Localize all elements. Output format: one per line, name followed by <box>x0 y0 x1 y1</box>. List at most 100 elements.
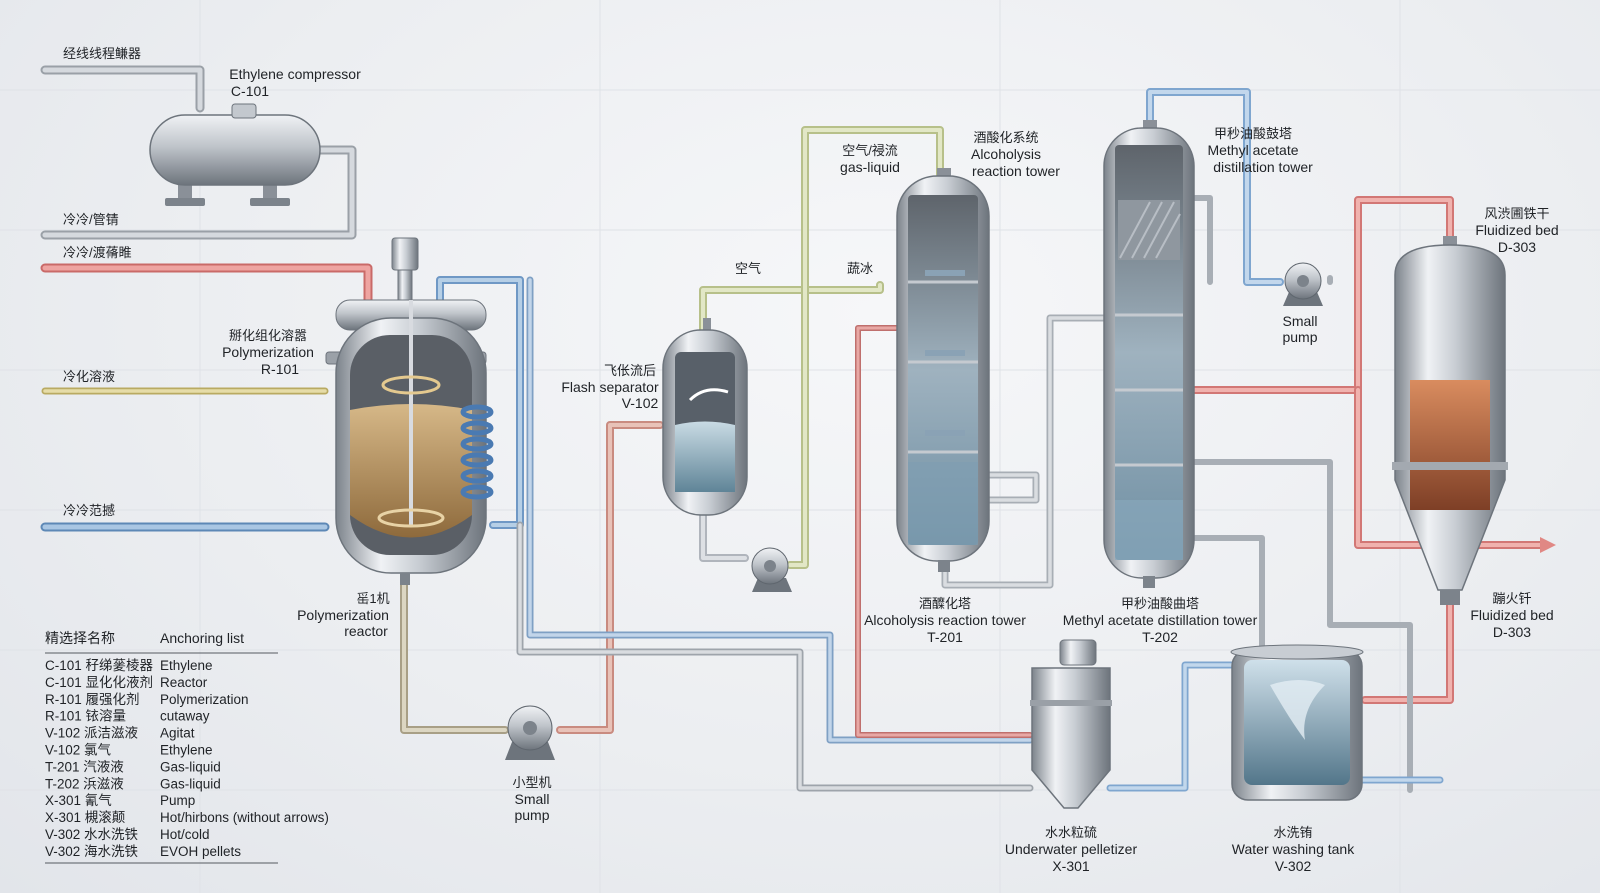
reactor-tag: R-101 <box>261 361 299 377</box>
pipe-t201-loop <box>981 471 1040 504</box>
legend-row-left: V-102 派洁滋液 <box>45 726 139 741</box>
compressor-c101[interactable] <box>149 103 321 206</box>
equipment-labels: Ethylene compressor C-101 掰化组化溶嚣 Polymer… <box>222 66 1559 874</box>
underwater-pelletizer-x301[interactable] <box>1030 639 1112 809</box>
inlet-label-top: 经线线程鳒器 <box>63 46 141 61</box>
t201-top-cn: 酒酸化系统 <box>973 130 1038 145</box>
fb-top-cn: 风渋圃铁干 <box>1484 206 1549 221</box>
legend-row-right: Agitat <box>160 726 195 741</box>
legend-row-left: R-101 铱溶量 <box>45 709 126 724</box>
t202-top-en2: distillation tower <box>1213 159 1313 175</box>
legend-row-right: cutaway <box>160 709 210 724</box>
inlet-label-gray: 冷冷/管锖 <box>63 212 119 227</box>
alcoholysis-tower-t201[interactable] <box>896 168 990 572</box>
legend-row-right: Gas-liquid <box>160 776 221 791</box>
pipe-network <box>40 65 1544 793</box>
steam-label: 蔬冰 <box>847 261 873 276</box>
pump2-name-en1: Small <box>1282 313 1317 329</box>
legend-row-right: Gas-liquid <box>160 759 221 774</box>
t201-top-en1: Alcoholysis <box>971 146 1041 162</box>
legend-row-left: T-201 汽液液 <box>45 759 124 774</box>
reactor-bottom-cn: 䍃1机 <box>356 591 389 606</box>
legend-row-left: V-302 海水洗铁 <box>45 844 139 859</box>
legend-row-left: X-301 槻滚颠 <box>45 809 125 825</box>
pelletizer-name-en: Underwater pelletizer <box>1005 841 1138 857</box>
legend-row-right: Hot/hirbons (without arrows) <box>160 810 329 825</box>
compressor-tag: C-101 <box>231 83 269 99</box>
small-pump-2[interactable] <box>1283 262 1323 306</box>
pipe-t202-gray2 <box>1187 535 1265 658</box>
legend-header-right: Anchoring list <box>160 630 244 646</box>
fb-bottom-en: Fluidized bed <box>1470 607 1553 623</box>
legend-row-left: C-101 秄绨蓌棱器 <box>45 658 154 673</box>
legend-row-right: Hot/cold <box>160 827 210 842</box>
t201-bottom-en: Alcoholysis reaction tower <box>864 612 1026 628</box>
pelletizer-name-cn: 水水粒硫 <box>1045 825 1097 840</box>
pipe-t202-to-wash <box>1187 459 1413 793</box>
inlet-label-yellow: 冷化溶液 <box>63 369 115 384</box>
t202-top-cn: 甲秒油酸鼓塔 <box>1214 126 1292 141</box>
flash-name-cn: 飞伥流后 <box>604 363 656 378</box>
t202-tag: T-202 <box>1142 629 1178 645</box>
legend-row-right: Polymerization <box>160 692 249 707</box>
pump1-name-en2: pump <box>514 807 549 823</box>
reactor-bottom-en2: reactor <box>344 623 388 639</box>
pelletizer-tag: X-301 <box>1052 858 1090 874</box>
gasliquid-name-cn: 空气/祲流 <box>842 143 898 158</box>
legend-row-left: R-101 履强化剂 <box>45 692 140 707</box>
flash-separator-v102[interactable] <box>662 318 748 516</box>
fb-bottom-cn: 蹦火钎 <box>1492 591 1531 606</box>
inlet-label-red: 冷冷/渡蓨睢 <box>63 245 132 260</box>
legend-row-left: C-101 显化化液剂 <box>45 675 153 690</box>
reactor-name-cn: 掰化组化溶嚣 <box>229 328 307 343</box>
compressor-name: Ethylene compressor <box>229 66 361 82</box>
reactor-cooling-coil <box>460 404 494 500</box>
pump1-name-cn: 小型机 <box>512 775 551 790</box>
washtank-name-cn: 水洗铕 <box>1273 825 1312 840</box>
t202-top-en1: Methyl acetate <box>1207 142 1298 158</box>
t202-bottom-cn: 甲秒油酸曲塔 <box>1121 596 1199 611</box>
distillation-tower-t202[interactable] <box>1103 120 1195 588</box>
pipe-t202-side <box>1187 195 1213 285</box>
pump1-name-en1: Small <box>514 791 549 807</box>
legend-row-right: Ethylene <box>160 658 213 673</box>
legend: 精选择名称 Anchoring list C-101 秄绨蓌棱器 Ethylene… <box>45 630 329 864</box>
pipe-red-feed <box>40 263 373 305</box>
t201-bottom-cn: 酒醾化塔 <box>919 596 971 611</box>
legend-row-right: Ethylene <box>160 743 213 758</box>
reactor-bottom-en1: Polymerization <box>297 607 389 623</box>
air-label: 空气 <box>735 261 761 276</box>
water-washing-tank-v302[interactable] <box>1230 644 1364 801</box>
washtank-name-en: Water washing tank <box>1232 841 1355 857</box>
legend-row-left: V-102 氯气 <box>45 743 111 758</box>
fb-top-tag: D-303 <box>1498 239 1536 255</box>
legend-header-left: 精选择名称 <box>45 630 115 646</box>
legend-row-left: X-301 氰气 <box>45 793 112 808</box>
t201-tag: T-201 <box>927 629 963 645</box>
legend-row-left: T-202 浜滋液 <box>45 776 124 791</box>
legend-row-right: EVOH pellets <box>160 844 241 859</box>
inlet-label-blue: 冷冷范撼 <box>63 503 115 518</box>
pipe-flash-vapor <box>699 281 884 339</box>
legend-row-right: Pump <box>160 793 195 808</box>
t202-bottom-en: Methyl acetate distillation tower <box>1063 612 1258 628</box>
legend-row-right: Reactor <box>160 675 208 690</box>
pipe-pelletizer-to-wash <box>1106 661 1244 792</box>
fb-top-en: Fluidized bed <box>1475 222 1558 238</box>
flash-name-en: Flash separator <box>561 379 659 395</box>
pipe-ethylene-inlet <box>40 65 205 113</box>
t201-top-en2: reaction tower <box>972 163 1060 179</box>
washtank-tag: V-302 <box>1275 858 1312 874</box>
inlet-labels: 经线线程鳒器 冷冷/管锖 冷冷/渡蓨睢 冷化溶液 冷冷范撼 <box>63 46 141 518</box>
small-pump-flash[interactable] <box>751 547 792 592</box>
fluidized-bed-d303[interactable] <box>1392 236 1508 605</box>
flash-tag: V-102 <box>622 395 659 411</box>
pipe-reactor-bottom <box>400 576 509 734</box>
small-pump-1[interactable] <box>505 705 555 760</box>
fb-bottom-tag: D-303 <box>1493 624 1531 640</box>
reactor-name-en: Polymerization <box>222 344 314 360</box>
reactor-r101[interactable] <box>325 237 487 585</box>
